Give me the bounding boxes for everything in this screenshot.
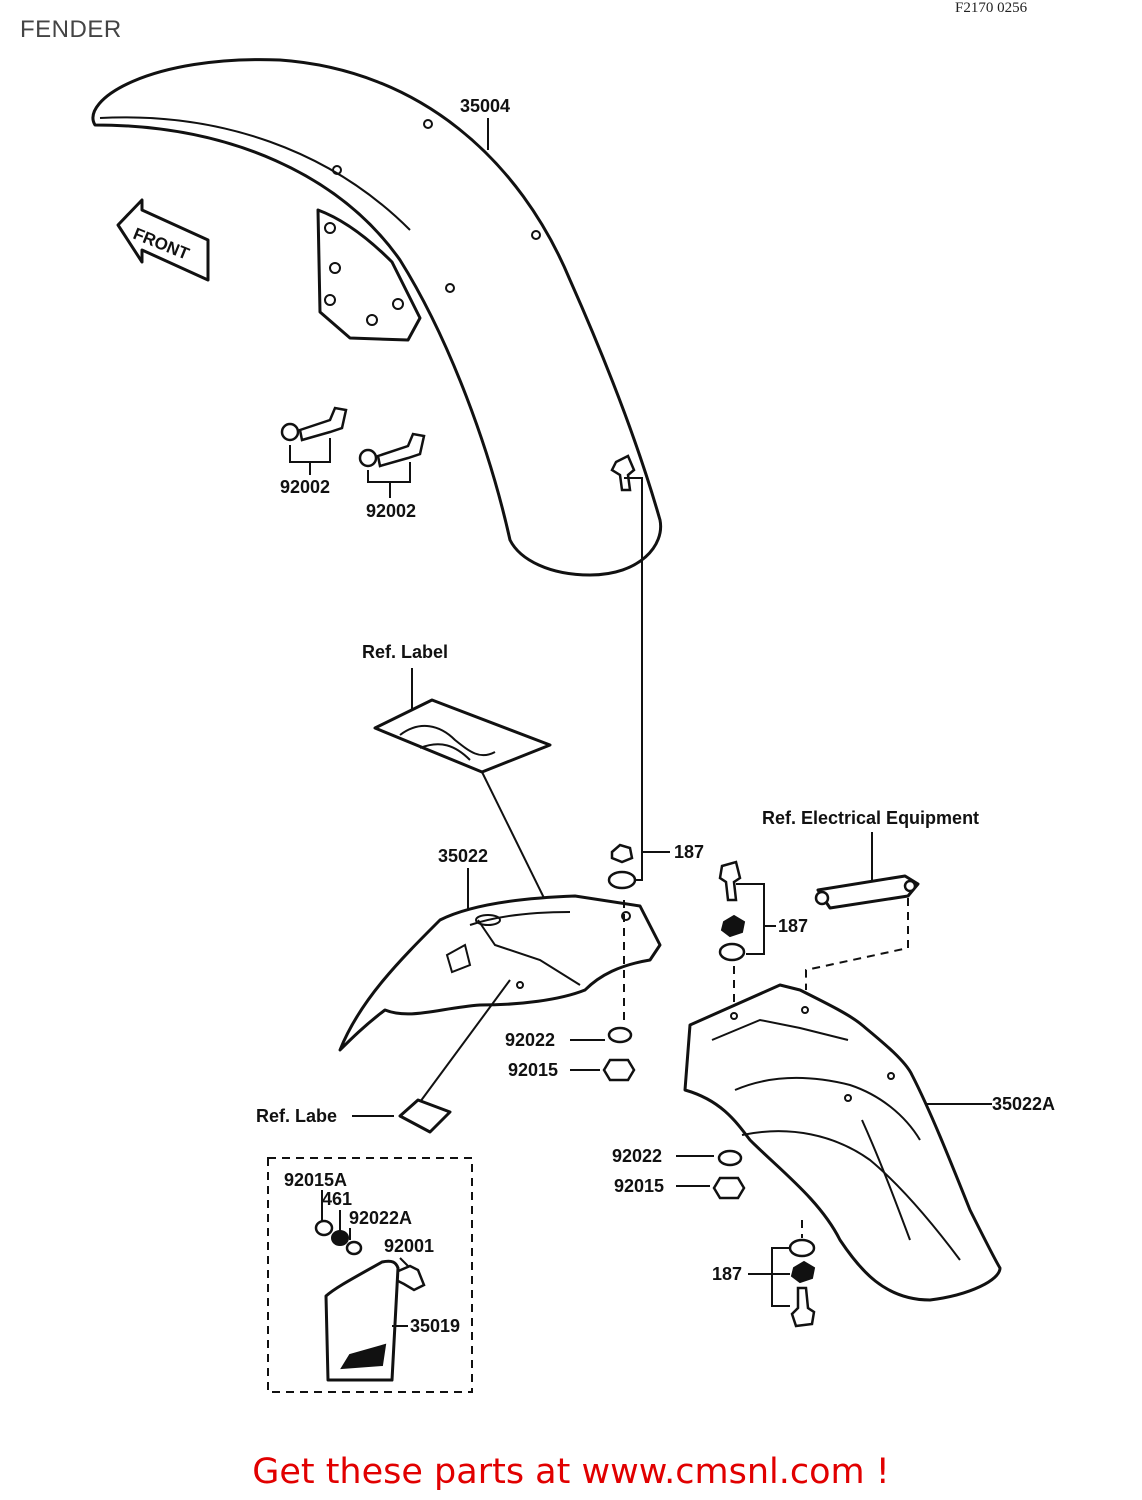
label-92015A: 92015A: [284, 1170, 347, 1190]
label-ref-electrical: Ref. Electrical Equipment: [762, 808, 979, 828]
bolt-set-187-mid: [718, 860, 765, 1010]
ref-label-decal-bottom: [398, 1098, 452, 1134]
nut-92015-a: [602, 1058, 636, 1082]
electrical-bracket: [805, 874, 920, 990]
label-92015-a: 92015: [508, 1060, 558, 1080]
label-35022: 35022: [438, 846, 488, 866]
label-187-lower: 187: [712, 1264, 742, 1284]
label-ref-label-top: Ref. Label: [362, 642, 448, 662]
diagram-code: F2170 0256: [955, 0, 1028, 16]
nut-92015-b: [712, 1176, 746, 1200]
mud-flap-35019: [324, 1259, 400, 1382]
bolt-set-187-lower: [748, 1220, 816, 1328]
buy-parts-link[interactable]: Get these parts at www.cmsnl.com !: [252, 1452, 890, 1492]
label-92022A: 92022A: [349, 1208, 412, 1228]
label-92022-a: 92022: [505, 1030, 555, 1050]
label-92002-left: 92002: [280, 477, 330, 497]
label-ref-label-bottom: Ref. Labe: [256, 1106, 337, 1126]
label-92001: 92001: [384, 1236, 434, 1256]
flap-hardware: [314, 1219, 426, 1292]
bolt-92002-left: [280, 406, 348, 475]
label-187-upper: 187: [674, 842, 704, 862]
label-92002-right: 92002: [366, 501, 416, 521]
bolt-set-187-upper: [607, 454, 643, 1020]
label-461: 461: [322, 1189, 352, 1209]
page-title: FENDER: [20, 16, 122, 43]
washer-92022-b: [717, 1149, 743, 1167]
ref-label-decal-top: [373, 698, 552, 774]
rear-inner-fender: [338, 894, 662, 1052]
front-fender: [91, 58, 663, 577]
front-direction-arrow: FRONT: [116, 198, 210, 282]
label-92015-b: 92015: [614, 1176, 664, 1196]
parts-diagram: 35004 FRONT 92002 92002 Ref. Label 35022: [91, 58, 1055, 1393]
label-35022A: 35022A: [992, 1094, 1055, 1114]
label-187-mid: 187: [778, 916, 808, 936]
label-92022-b: 92022: [612, 1146, 662, 1166]
rear-fender: [683, 983, 1002, 1302]
label-35004: 35004: [460, 96, 510, 116]
label-35019: 35019: [410, 1316, 460, 1336]
washer-92022-a: [607, 1026, 633, 1044]
flap-assembly-box: [267, 1157, 473, 1393]
bolt-92002-right: [358, 432, 426, 498]
